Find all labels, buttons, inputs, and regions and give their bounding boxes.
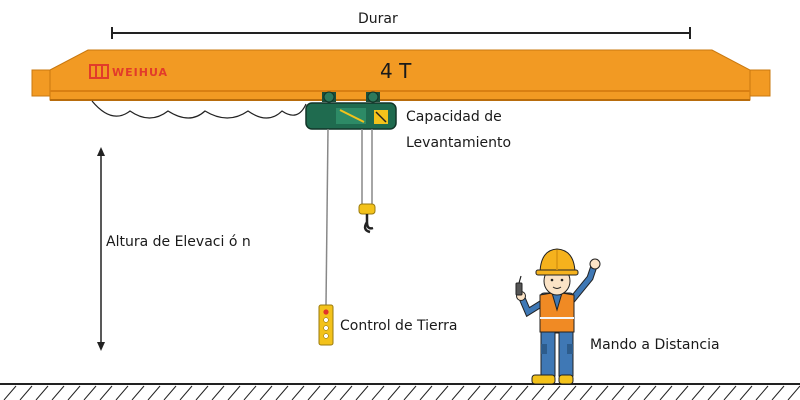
- ground: [0, 383, 800, 400]
- lifting-height-arrow: [97, 147, 105, 351]
- hook-assembly: [358, 129, 376, 234]
- lifting-capacity-label-line2: Levantamiento: [406, 135, 512, 151]
- remote-control-icon: [515, 275, 523, 296]
- ground-control-label: Control de Tierra: [340, 318, 458, 334]
- electric-hoist: [305, 91, 397, 130]
- hook-icon: [363, 214, 374, 234]
- crane-girder: [31, 49, 771, 101]
- lifting-capacity-label-line1: Capacidad de: [406, 109, 502, 125]
- brand-text: WEIHUA: [112, 66, 169, 79]
- lifting-height-label: Altura de Elevaci ó n: [106, 234, 251, 250]
- pendant-control-icon: [318, 128, 334, 346]
- worker-icon: [515, 248, 601, 385]
- span-dimension-line: [111, 27, 691, 39]
- festoon-cable: [91, 100, 307, 119]
- weihua-logo-icon: [89, 64, 109, 79]
- remote-control-label: Mando a Distancia: [590, 337, 720, 353]
- span-label: Durar: [358, 11, 398, 27]
- capacity-value: 4 T: [380, 59, 412, 83]
